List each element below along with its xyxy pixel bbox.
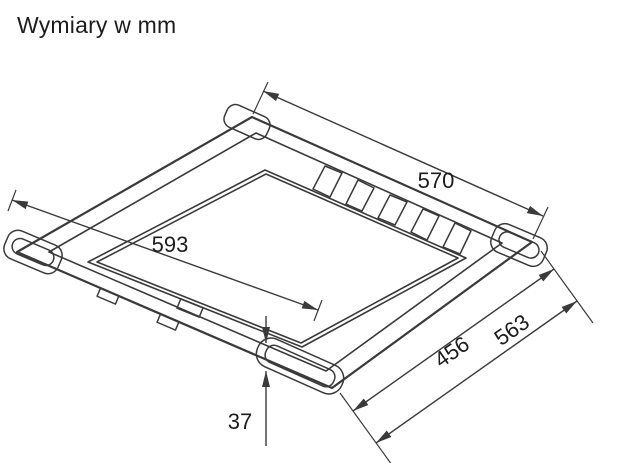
extension-line bbox=[339, 392, 392, 463]
edge-tab bbox=[156, 313, 180, 331]
extension-tick bbox=[313, 299, 323, 322]
corner-bracket-right-inner bbox=[498, 231, 540, 259]
rib-detail bbox=[377, 194, 408, 226]
rib-detail bbox=[410, 208, 440, 241]
rib-detail bbox=[442, 222, 472, 255]
edge-tab bbox=[96, 287, 120, 305]
bottom-foot-outer bbox=[255, 337, 345, 395]
bottom-foot bbox=[255, 337, 345, 395]
corner-bracket-left-outer bbox=[3, 229, 63, 275]
dimension-563-label: 563 bbox=[489, 309, 533, 351]
dimension-456-label: 456 bbox=[429, 331, 473, 373]
corner-bracket-right bbox=[490, 222, 548, 268]
dimension-570-line bbox=[262, 90, 544, 217]
dimension-annotations: 570 593 456 563 37 bbox=[7, 81, 594, 463]
dimension-593-label: 593 bbox=[152, 232, 189, 257]
dimension-563-line bbox=[375, 300, 578, 444]
page-title: Wymiary w mm bbox=[17, 12, 177, 38]
dimension-593: 593 bbox=[7, 189, 323, 322]
dimension-37-label: 37 bbox=[228, 409, 252, 434]
dimension-570: 570 bbox=[252, 81, 549, 240]
corner-bracket-left bbox=[3, 229, 63, 275]
dimension-593-line bbox=[11, 199, 319, 311]
corner-bracket-right-outer bbox=[490, 222, 548, 268]
extension-line bbox=[252, 81, 269, 115]
dimension-570-label: 570 bbox=[418, 168, 455, 193]
dimension-456-563: 456 563 bbox=[339, 250, 594, 463]
extension-line bbox=[532, 206, 549, 240]
extension-line bbox=[540, 250, 594, 324]
bottom-foot-inner bbox=[264, 344, 336, 388]
dimension-37: 37 bbox=[228, 316, 270, 446]
